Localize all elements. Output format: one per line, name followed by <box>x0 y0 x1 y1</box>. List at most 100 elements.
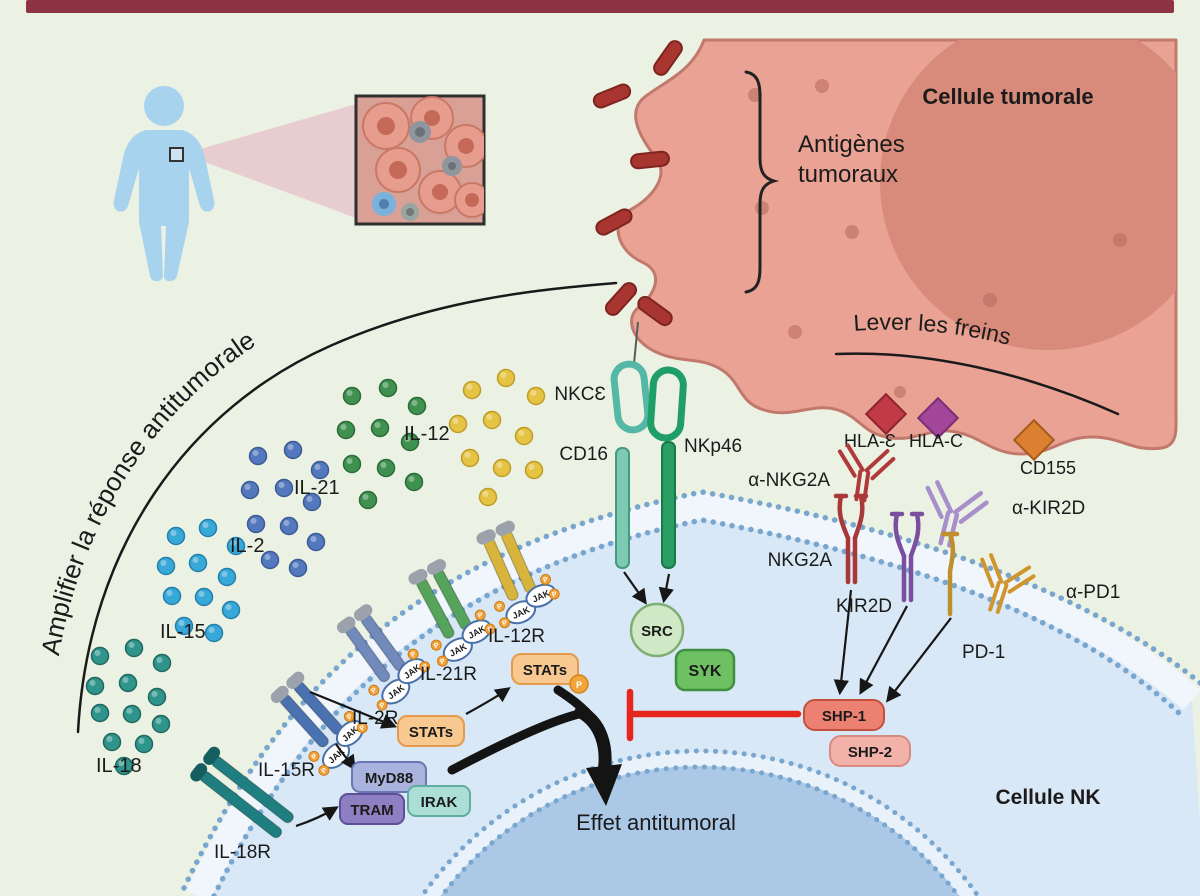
phospho-label: P <box>551 591 558 599</box>
alpha-kir2d-label: α-KIR2D <box>1012 498 1085 519</box>
cd16-label: CD16 <box>559 444 608 465</box>
top-accent-bar <box>26 0 1174 13</box>
tumor-cell-label: Cellule tumorale <box>922 84 1093 109</box>
pd1-to-shp-arrow <box>885 617 952 703</box>
alpha-nkg2a-label: α-NKG2A <box>748 470 830 491</box>
stats-p-phospho-label: P <box>576 680 582 690</box>
receptor-cap <box>476 529 496 545</box>
phospho-label: P <box>433 642 441 651</box>
phospho-label: P <box>320 767 328 776</box>
phospho-label: P <box>370 687 378 696</box>
receptor-cap <box>270 685 289 704</box>
cd155-ligand <box>1012 418 1056 462</box>
antigens-brace <box>744 70 780 294</box>
cytokine-cluster-IL-21 <box>336 378 427 510</box>
phospho-label: P <box>379 701 387 710</box>
release-brakes-arc <box>834 352 1120 416</box>
phospho-dot <box>499 617 511 629</box>
syk-node <box>674 648 736 692</box>
phospho-dot <box>407 648 419 660</box>
nk-membrane-inner-leaflet <box>211 517 1183 896</box>
phospho-label: P <box>487 626 495 635</box>
myd88-node <box>351 761 427 793</box>
receptor-cap <box>203 746 221 765</box>
kir2d-to-shp-arrow <box>859 605 908 695</box>
phospho-dot <box>436 655 448 667</box>
cytokine-label-il18: IL-18 <box>96 755 142 777</box>
biopsy-site-square <box>169 147 184 162</box>
receptor-cap <box>336 616 356 634</box>
src-node <box>629 602 685 658</box>
receptor-IL-18R <box>190 746 294 839</box>
receptor-cap <box>286 671 305 690</box>
phospho-label: P <box>346 713 354 722</box>
shp2-node <box>829 735 911 767</box>
stats-p-label: STATs <box>523 662 567 679</box>
tram-label: TRAM <box>350 802 393 819</box>
receptor-cap <box>353 604 373 621</box>
stats-phosphorylation-arrow <box>465 687 511 715</box>
phospho-dot <box>356 722 368 734</box>
phospho-dot <box>540 573 552 585</box>
phospho-dot <box>368 684 380 696</box>
phospho-label: P <box>542 576 549 584</box>
patient-inset <box>113 86 486 282</box>
phospho-dot <box>343 710 355 722</box>
kir2d-label: KIR2D <box>836 596 892 617</box>
pd1-label: PD-1 <box>962 642 1005 663</box>
phospho-label: P <box>410 651 418 660</box>
phospho-label: P <box>359 724 367 733</box>
receptor-cap <box>190 763 208 782</box>
cytokine-cluster-IL-12 <box>448 368 546 507</box>
cytokine-clusters <box>85 368 546 776</box>
il18r-to-tram-arrow <box>295 806 339 828</box>
syk-label: SYK <box>689 663 722 680</box>
hla-c-ligand <box>916 396 960 440</box>
receptor-cap <box>426 558 447 575</box>
irak-label: IRAK <box>421 794 458 811</box>
nkg2a-label: NKG2A <box>768 550 833 571</box>
receptor-label-il18r: IL-18R <box>214 842 271 863</box>
stats-node <box>397 715 465 747</box>
nkp46-signal-arrow <box>658 573 674 604</box>
nkce-label: NKCƐ <box>554 384 606 405</box>
engager-loop-nkp46 <box>647 366 687 442</box>
phospho-label: P <box>477 612 485 621</box>
receptor-label-il21r: IL-21R <box>420 664 477 685</box>
src-label: SRC <box>641 623 673 640</box>
phospho-dot <box>430 639 442 651</box>
engager-loop-cd16 <box>610 360 652 434</box>
receptor-cap <box>495 520 515 536</box>
patient-head <box>144 86 184 126</box>
myd88-label: MyD88 <box>365 770 413 787</box>
jak-to-stats-arrow <box>309 690 398 729</box>
phospho-dot <box>318 764 330 776</box>
phospho-dot <box>308 750 320 762</box>
hla-e-ligand <box>864 392 908 436</box>
cytokine-cluster-IL-18 <box>85 638 172 776</box>
stats-p-node <box>511 653 579 685</box>
receptor-label-il12r: IL-12R <box>488 626 545 647</box>
engager-linker <box>633 321 639 365</box>
nkce-engager: NKCƐ <box>554 321 687 442</box>
cd16-receptor-bar <box>615 447 630 569</box>
tumor-antigen <box>629 150 671 170</box>
cd16-signal-arrow <box>623 571 647 605</box>
phospho-dot <box>548 588 560 600</box>
shp1-label: SHP-1 <box>822 708 866 725</box>
shp2-label: SHP-2 <box>848 744 892 761</box>
histology-cells <box>362 96 484 221</box>
tumor-nucleus <box>880 40 1177 350</box>
phospho-dot <box>376 699 388 711</box>
nkp46-receptor-bar <box>661 441 676 569</box>
antigens-label-line1: Antigènes <box>798 131 905 158</box>
alpha-pd1-label: α-PD1 <box>1066 582 1120 603</box>
cd155-label: CD155 <box>1020 458 1076 478</box>
phospho-dot <box>494 600 506 612</box>
nk-cell-label: Cellule NK <box>995 786 1100 809</box>
